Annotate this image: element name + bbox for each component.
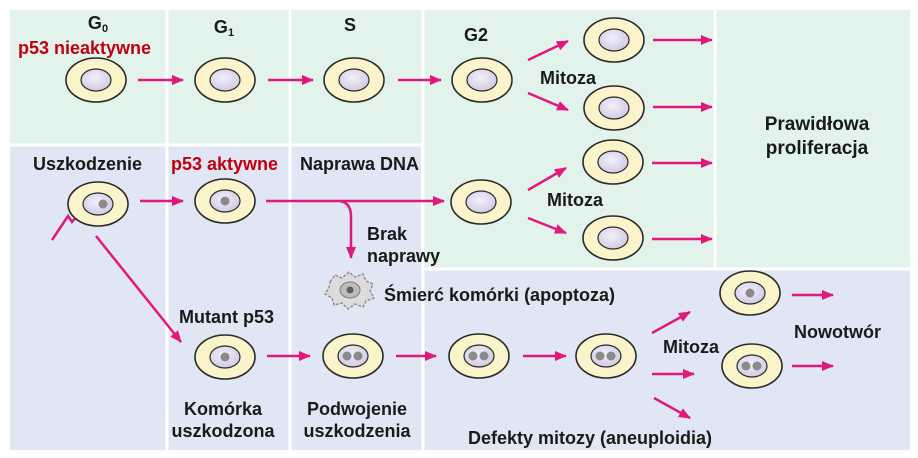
phase-g0-label: G0 xyxy=(87,13,109,35)
apoptotic-cell xyxy=(324,271,376,310)
cell-daughter-4 xyxy=(582,215,644,261)
cell-duplicated-2 xyxy=(448,333,510,379)
cell-mutant xyxy=(194,334,256,380)
cell-daughter-3 xyxy=(582,139,644,185)
arrow-mitosis-up-1 xyxy=(527,39,569,62)
cell-g2 xyxy=(451,57,513,103)
mitotic-defects-label: Defekty mitozy (aneuploidia) xyxy=(468,428,713,448)
arrows xyxy=(95,35,834,420)
cell-daughter-1 xyxy=(583,17,645,63)
cell-p53-active xyxy=(194,178,256,224)
phase-g2-label: G2 xyxy=(463,25,489,45)
cell-g0 xyxy=(65,57,127,103)
phase-s-label: S xyxy=(343,15,357,35)
arrow-no-repair xyxy=(339,199,356,259)
cell-tumor-2 xyxy=(721,343,783,389)
arrow-damage-mutant xyxy=(95,235,182,343)
cell-s xyxy=(323,57,385,103)
mitosis-label-3: Mitoza xyxy=(663,337,719,357)
cell-g1 xyxy=(194,57,256,103)
no-repair-label: Brak naprawy xyxy=(367,224,441,266)
cell-repaired xyxy=(450,179,512,225)
p53-active-label: p53 aktywne xyxy=(171,154,279,174)
mitosis-label-2: Mitoza xyxy=(547,190,603,210)
arrow-mitosis-down-1 xyxy=(527,91,569,112)
arrow-mitosis-up-3 xyxy=(651,310,691,335)
damage-label: Uszkodzenie xyxy=(33,154,143,174)
cell-death-label: Śmierć komórki (apoptoza) xyxy=(384,285,616,305)
arrow-mitosis-up-2 xyxy=(527,166,567,192)
phase-g1-label: G1 xyxy=(213,17,235,39)
dna-repair-label: Naprawa DNA xyxy=(300,154,420,174)
p53-inactive-label: p53 nieaktywne xyxy=(18,38,152,58)
cell-duplicated xyxy=(322,333,384,379)
cancer-label: Nowotwór xyxy=(794,322,881,342)
cell-daughter-2 xyxy=(583,85,645,131)
mitosis-label-1: Mitoza xyxy=(540,68,596,88)
cell-duplicated-3 xyxy=(575,333,637,379)
normal-proliferation-label: Prawidłowa proliferacja xyxy=(764,114,870,159)
arrow-mitosis-down-2 xyxy=(527,216,567,235)
mutant-p53-label: Mutant p53 xyxy=(179,307,275,327)
cells xyxy=(65,17,783,389)
damage-duplication-label: Podwojenie uszkodzenia xyxy=(303,399,411,441)
cell-damaged xyxy=(67,181,129,227)
cell-tumor-1 xyxy=(719,270,781,316)
arrow-mitosis-down-3 xyxy=(653,396,691,420)
damaged-cell-label: Komórka uszkodzona xyxy=(171,399,275,441)
